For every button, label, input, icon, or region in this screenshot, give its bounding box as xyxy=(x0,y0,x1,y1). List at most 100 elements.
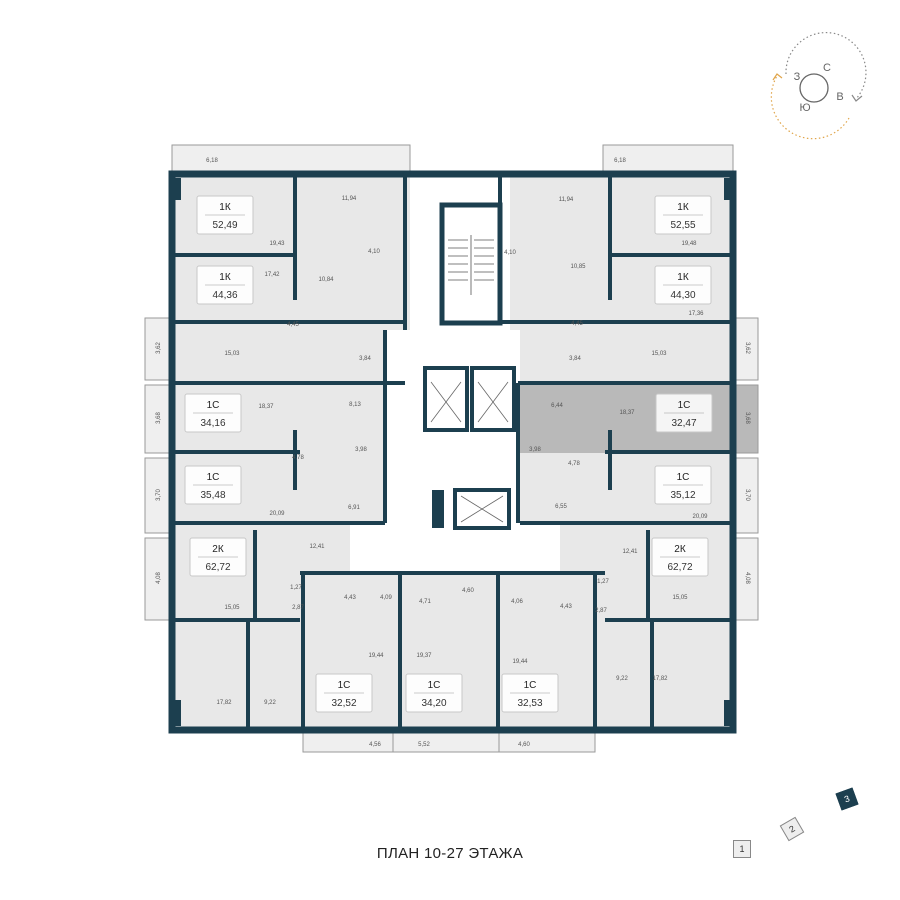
compass-circle xyxy=(799,73,829,103)
room-area-label: 1,27 xyxy=(597,579,609,585)
apartment-type: 2К xyxy=(674,544,686,555)
room-area-label: 4,78 xyxy=(292,455,304,461)
apartment-area: 62,72 xyxy=(667,562,692,573)
rotate-counterclockwise-arrow-icon[interactable] xyxy=(770,75,850,140)
apartment-area: 52,49 xyxy=(212,220,237,231)
room-area-label: 4,60 xyxy=(462,588,474,594)
balconies xyxy=(144,144,759,753)
balcony-area-label: 4,08 xyxy=(744,572,750,584)
room-area-label: 20,09 xyxy=(269,511,285,517)
compass-east: В xyxy=(836,91,843,103)
elevator xyxy=(423,366,469,432)
rotate-clockwise-arrow-icon[interactable] xyxy=(785,32,867,100)
room-area-label: 12,41 xyxy=(622,549,638,555)
balcony xyxy=(732,317,759,381)
room-area-label: 9,22 xyxy=(264,700,276,706)
room-area-label: 17,36 xyxy=(688,311,704,317)
room-area-label: 19,48 xyxy=(681,241,697,247)
room-area-label: 4,43 xyxy=(560,604,572,610)
room-area-label: 11,94 xyxy=(559,197,574,203)
balcony-area-label: 3,62 xyxy=(744,342,750,354)
room-area-label: 19,44 xyxy=(368,653,384,659)
apartment-type: 1С xyxy=(338,680,351,691)
room-area-label: 18,37 xyxy=(619,410,635,416)
room-area-label: 4,10 xyxy=(368,249,380,255)
room-area-label: 6,18 xyxy=(206,158,218,164)
room-area-label: 10,85 xyxy=(570,264,586,270)
room-area-label: 3,84 xyxy=(569,356,581,362)
room-area-label: 8,13 xyxy=(349,402,361,408)
apartment-area: 44,36 xyxy=(212,290,237,301)
apartment-type: 1С xyxy=(428,680,441,691)
compass-south: Ю xyxy=(799,102,810,114)
apartment-type: 1К xyxy=(219,202,231,213)
balcony xyxy=(144,457,173,534)
room-area-label: 19,44 xyxy=(512,659,528,665)
room-area-label: 2,87 xyxy=(292,605,304,611)
compass-west: З xyxy=(794,71,801,83)
room-area-label: 15,03 xyxy=(224,351,240,357)
balcony-area-label: 3,70 xyxy=(156,489,162,501)
floor-plan-title: ПЛАН 10-27 ЭТАЖА xyxy=(376,845,524,862)
compass[interactable]: С В Ю З xyxy=(770,32,867,140)
room-area-label: 11,94 xyxy=(342,196,357,202)
balcony xyxy=(144,317,173,381)
room-area-label: 4,45 xyxy=(571,321,583,327)
balcony xyxy=(171,144,411,175)
apartment-type: 2К xyxy=(212,544,224,555)
apartment-1[interactable]: 1К 52,49 xyxy=(196,195,254,235)
room-area-label: 17,82 xyxy=(216,700,232,706)
apartment-type: 1К xyxy=(677,272,689,283)
balcony-area-label: 4,56 xyxy=(369,742,381,748)
room-area-label: 6,91 xyxy=(348,505,360,511)
apartment-13[interactable]: 1К 52,55 xyxy=(654,195,712,235)
room-area-label: 1,27 xyxy=(290,585,302,591)
room-area-label: 4,43 xyxy=(344,595,356,601)
room-area-label: 15,03 xyxy=(651,351,667,357)
apartment-area: 35,48 xyxy=(200,490,225,501)
room-area-label: 17,42 xyxy=(264,272,280,278)
apartment-type: 1С xyxy=(207,472,220,483)
apartment-4[interactable]: 1С 35,48 xyxy=(184,465,242,505)
room-area-label: 15,05 xyxy=(672,595,688,601)
room-area-labels: 6,1811,9419,434,1017,4210,844,4515,033,8… xyxy=(206,158,708,706)
apartment-area: 32,53 xyxy=(517,698,542,709)
apartment-9[interactable]: 2К 62,72 xyxy=(651,537,709,577)
room-area-label: 4,71 xyxy=(419,599,431,605)
balcony-area-label: 3,68 xyxy=(156,412,162,424)
room-area-label: 4,06 xyxy=(511,599,523,605)
room-area-label: 4,45 xyxy=(287,322,299,328)
apartment-5[interactable]: 2К 62,72 xyxy=(189,537,247,577)
room-area-label: 3,98 xyxy=(355,447,367,453)
room-area-label: 3,98 xyxy=(529,447,541,453)
room-area-label: 19,37 xyxy=(416,653,432,659)
elevator xyxy=(470,366,516,432)
balcony xyxy=(602,144,734,175)
apartment-area: 62,72 xyxy=(205,562,230,573)
elevators xyxy=(423,366,516,530)
balcony-area-label: 4,60 xyxy=(518,742,530,748)
apartment-area: 52,55 xyxy=(670,220,695,231)
room-area-label: 12,41 xyxy=(309,544,325,550)
stairs xyxy=(439,202,503,326)
room-area-label: 19,43 xyxy=(269,241,285,247)
room-area-label: 4,09 xyxy=(380,595,392,601)
balcony-area-label: 5,52 xyxy=(418,742,430,748)
room-area-label: 2,87 xyxy=(595,608,607,614)
room-area-label: 6,55 xyxy=(555,504,567,510)
apartment-type: 1К xyxy=(677,202,689,213)
section-1-button[interactable]: 1 xyxy=(733,840,751,858)
room-area-label: 4,78 xyxy=(568,461,580,467)
room-area-label: 17,82 xyxy=(652,676,668,682)
apartment-type: 1С xyxy=(677,472,690,483)
